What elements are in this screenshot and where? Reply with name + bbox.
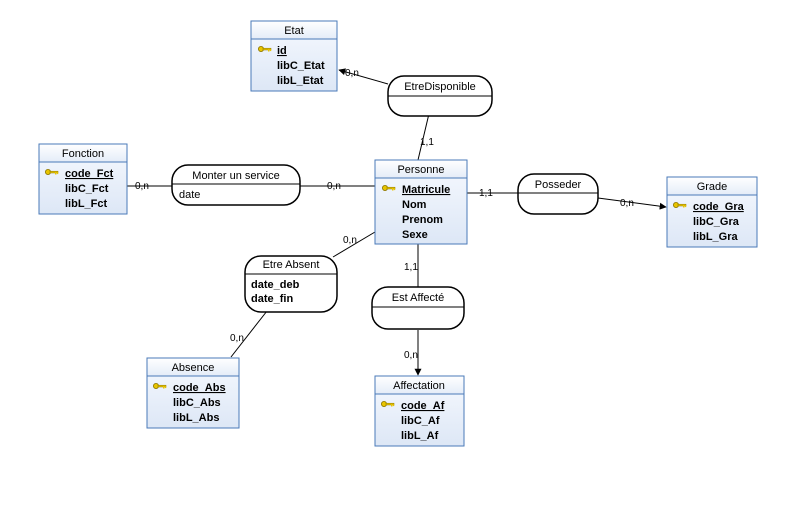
entity-attribute: libL_Fct [65, 198, 108, 210]
card-affectation-affecte: 0,n [404, 350, 418, 361]
entity-attribute: libC_Etat [277, 60, 325, 72]
entity-attribute: Sexe [402, 229, 428, 241]
entity-identifier: Matricule [402, 184, 450, 196]
entity-fonction[interactable]: Fonction code_Fct libC_Fct libL_Fct [38, 143, 128, 215]
entity-title: Etat [284, 25, 304, 37]
entity-title: Fonction [62, 148, 104, 160]
association-title: Posseder [535, 179, 582, 191]
entity-attribute: libC_Af [401, 415, 440, 427]
entity-attribute: Prenom [402, 214, 443, 226]
card-grade-posseder: 0,n [620, 198, 634, 209]
association-attribute: date [179, 189, 200, 201]
card-etat-dispo: 0,n [345, 68, 359, 79]
entity-attribute: libL_Etat [277, 75, 324, 87]
card-personne-service: 0,n [327, 181, 341, 192]
association-title: EtreDisponible [404, 81, 476, 93]
link-dispo-etat [338, 68, 389, 85]
entity-attribute: libL_Af [401, 430, 439, 442]
entity-attribute: Nom [402, 199, 427, 211]
entity-identifier: code_Fct [65, 168, 114, 180]
card-personne-posseder: 1,1 [479, 188, 493, 199]
entity-affectation[interactable]: Affectation code_Af libC_Af libL_Af [374, 375, 465, 447]
entity-identifier: code_Gra [693, 201, 745, 213]
card-personne-affecte: 1,1 [404, 262, 418, 273]
entity-title: Grade [697, 181, 728, 193]
association-attribute: date_fin [251, 293, 293, 305]
association-monter-service[interactable]: Monter un service date [171, 164, 301, 206]
entity-attribute: libC_Gra [693, 216, 740, 228]
association-etre-absent[interactable]: Etre Absent date_deb date_fin [244, 255, 338, 313]
link-personne-absent [332, 231, 376, 258]
entity-absence[interactable]: Absence code_Abs libC_Abs libL_Abs [146, 357, 240, 429]
association-attribute: date_deb [251, 279, 300, 291]
association-est-affecte[interactable]: Est Affecté [371, 286, 465, 330]
association-title: Monter un service [192, 170, 279, 182]
association-title: Etre Absent [263, 259, 320, 271]
entity-grade[interactable]: Grade code_Gra libC_Gra libL_Gra [666, 176, 758, 248]
cardinalities: 0,n 1,1 0,n 0,n 1,1 0,n 0,n 0,n 1,1 0,n [135, 68, 634, 361]
link-posseder-grade [597, 197, 667, 210]
entity-title: Personne [397, 164, 444, 176]
entity-title: Absence [172, 362, 215, 374]
card-personne-dispo: 1,1 [420, 137, 434, 148]
entity-identifier: code_Abs [173, 382, 226, 394]
association-title: Est Affecté [392, 292, 444, 304]
association-etre-disponible[interactable]: EtreDisponible [387, 75, 493, 117]
association-posseder[interactable]: Posseder [517, 173, 599, 215]
card-fonction-service: 0,n [135, 181, 149, 192]
card-personne-absent: 0,n [343, 235, 357, 246]
entity-attribute: libC_Fct [65, 183, 109, 195]
entity-identifier: code_Af [401, 400, 445, 412]
entity-etat[interactable]: Etat id libC_Etat libL_Etat [250, 20, 338, 92]
link-absent-absence [230, 310, 268, 358]
entity-identifier: id [277, 45, 287, 57]
entity-attribute: libL_Abs [173, 412, 219, 424]
entity-personne[interactable]: Personne Matricule Nom Prenom Sexe [374, 159, 468, 245]
entity-title: Affectation [393, 380, 445, 392]
entity-attribute: libL_Gra [693, 231, 739, 243]
card-absence-absent: 0,n [230, 333, 244, 344]
entity-attribute: libC_Abs [173, 397, 221, 409]
